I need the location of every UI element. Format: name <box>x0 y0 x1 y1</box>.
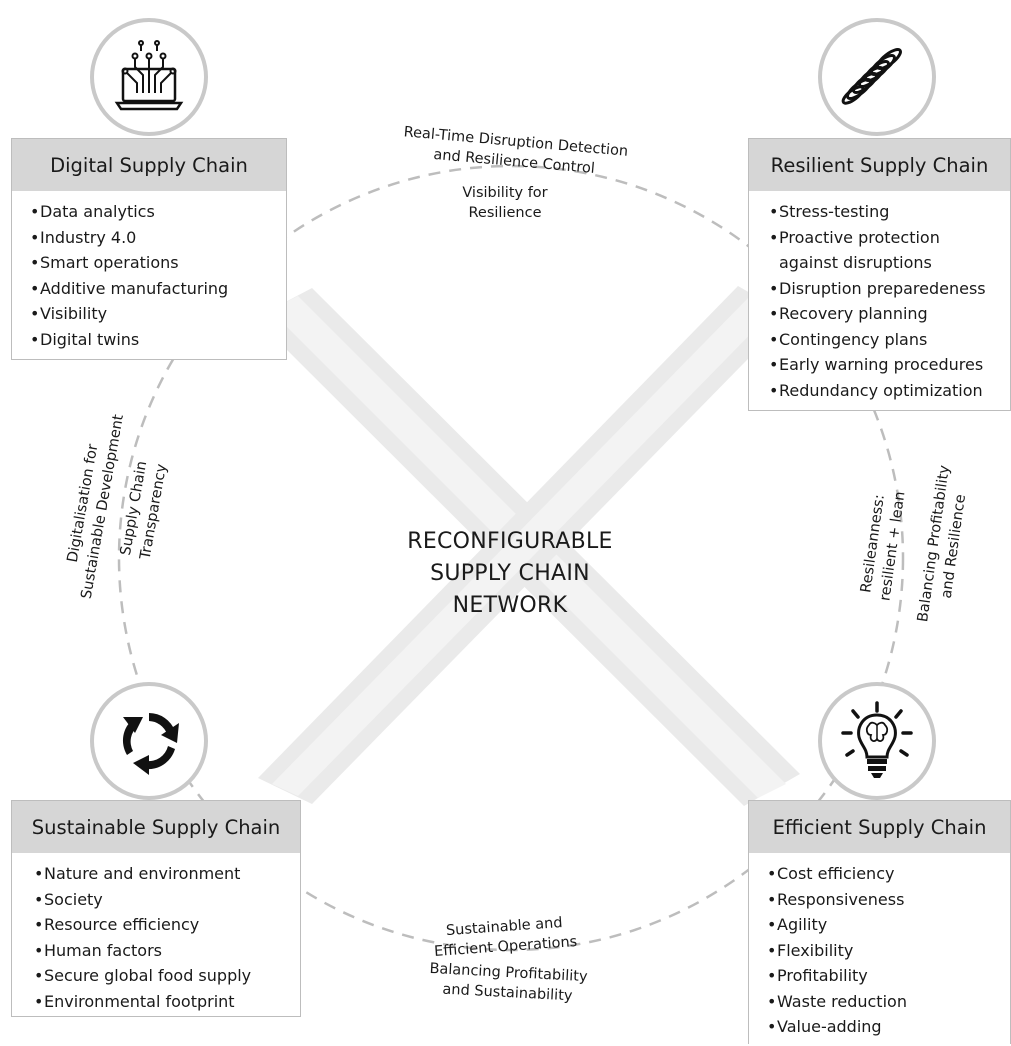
list-item: •Data analytics <box>30 202 155 221</box>
sustainable-list: •Nature and environment •Society •Resour… <box>12 853 300 1020</box>
list-item: against disruptions <box>779 253 932 272</box>
list-item: •Redundancy optimization <box>769 380 983 400</box>
list-item: •Agility <box>767 915 828 934</box>
digital-list: •Data analytics •Industry 4.0 •Smart ope… <box>12 191 286 358</box>
list-item: •Environmental footprint <box>34 991 235 1011</box>
efficient-supply-chain-box: Efficient Supply Chain •Cost efficiency … <box>748 800 1011 1044</box>
list-item: •Smart operations <box>30 253 179 272</box>
sustainable-supply-chain-box: Sustainable Supply Chain •Nature and env… <box>11 800 301 1017</box>
center-glow <box>120 162 910 918</box>
resilient-supply-chain-box: Resilient Supply Chain •Stress-testing •… <box>748 138 1011 411</box>
spring-icon <box>841 48 902 105</box>
list-item: •Flexibility <box>767 940 854 960</box>
efficient-icon-circle <box>818 682 936 800</box>
digital-supply-chain-title: Digital Supply Chain <box>12 139 286 191</box>
list-item: •Nature and environment <box>34 864 241 883</box>
list-item: •Waste reduction <box>767 991 907 1011</box>
sustainable-icon-circle <box>90 682 208 800</box>
list-item: •Society <box>34 889 103 909</box>
list-item: •Digital twins <box>30 329 140 349</box>
resilient-icon-circle <box>818 18 936 136</box>
top-inner-label: Visibility for Resilience <box>462 185 548 221</box>
cross-band-diagonal-2 <box>258 286 790 804</box>
sustainable-supply-chain-title: Sustainable Supply Chain <box>12 801 300 853</box>
list-item: •Human factors <box>34 940 162 960</box>
efficient-supply-chain-title: Efficient Supply Chain <box>749 801 1010 853</box>
list-item: •Industry 4.0 <box>30 227 137 247</box>
list-item: •Visibility <box>30 304 108 323</box>
center-title-line2: SUPPLY CHAIN <box>430 561 590 586</box>
center-title: RECONFIGURABLE SUPPLY CHAIN NETWORK <box>375 526 645 622</box>
list-item: •Early warning procedures <box>769 355 984 374</box>
resilient-supply-chain-title: Resilient Supply Chain <box>749 139 1010 191</box>
lightbulb-brain-icon <box>841 701 913 778</box>
dashed-circle <box>117 164 905 952</box>
list-item: •Stress-testing <box>769 202 890 221</box>
laptop-circuit-icon <box>114 40 184 111</box>
list-item: •Secure global food supply <box>34 966 252 985</box>
list-item: •Proactive protection <box>769 227 940 247</box>
list-item: •Contingency plans <box>769 329 928 349</box>
list-item: •Disruption preparedeness <box>769 278 986 298</box>
list-item: •Additive manufacturing <box>30 278 229 298</box>
list-item: •Resource efficiency <box>34 915 200 934</box>
list-item: •Profitability <box>767 966 868 985</box>
center-title-line1: RECONFIGURABLE <box>407 529 613 554</box>
digital-icon-circle <box>90 18 208 136</box>
center-title-line3: NETWORK <box>452 593 568 618</box>
resilient-list: •Stress-testing •Proactive protection ag… <box>749 191 1010 409</box>
efficient-list: •Cost efficiency •Responsiveness •Agilit… <box>749 853 1010 1046</box>
digital-supply-chain-box: Digital Supply Chain •Data analytics •In… <box>11 138 287 360</box>
recycle-arrows-icon <box>122 713 179 775</box>
list-item: •Cost efficiency <box>767 864 895 883</box>
list-item: •Recovery planning <box>769 304 928 323</box>
list-item: •Responsiveness <box>767 889 905 909</box>
list-item: •Value-adding <box>767 1017 882 1036</box>
